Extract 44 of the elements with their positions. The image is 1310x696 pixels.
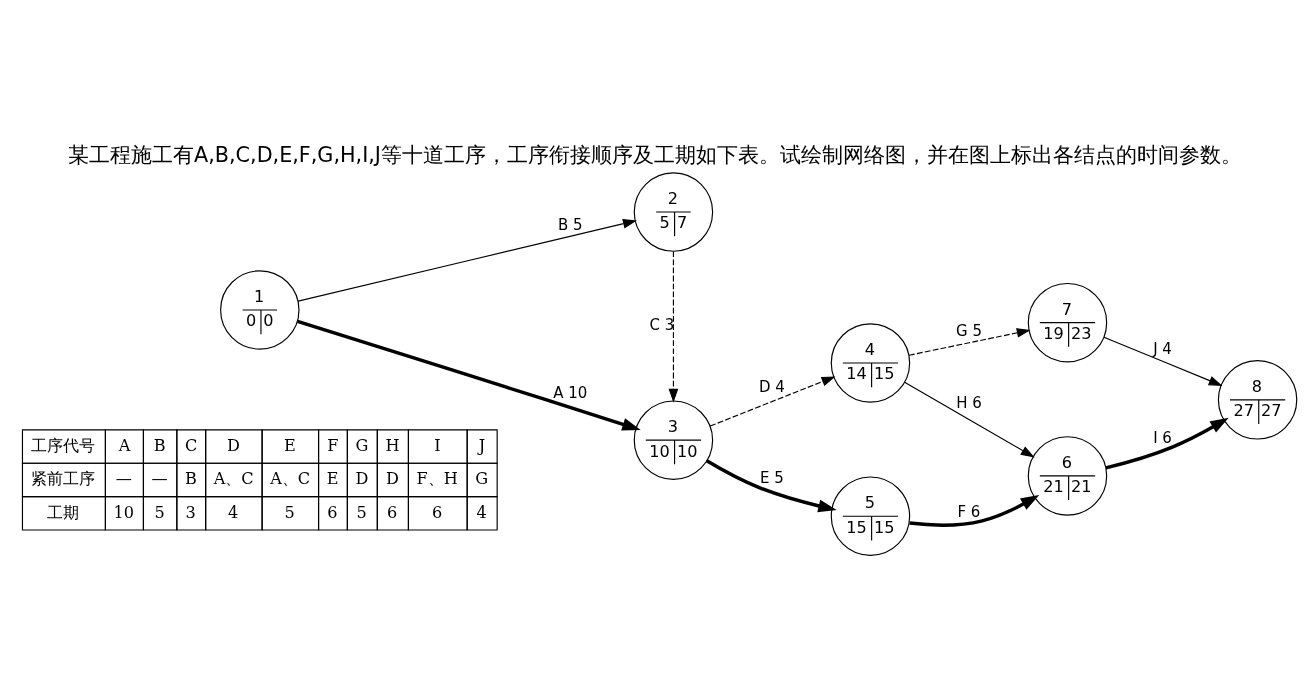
label: 6 <box>432 502 443 522</box>
edge-label: C 3 <box>649 316 675 335</box>
label: D <box>226 435 240 455</box>
label: J <box>478 435 486 455</box>
label: A、C <box>213 469 254 489</box>
label: 工期 <box>47 502 80 522</box>
label: E <box>326 469 339 489</box>
edge-label: D 4 <box>759 378 785 397</box>
label: — <box>151 469 168 489</box>
diagram-title: 某工程施工有A,B,C,D,E,F,G,H,I,J等十道工序，工序衔接顺序及工期如下表。试绘制网络图，并在图上标出各结点的时间参数。 <box>68 142 1242 167</box>
edge-label: J 4 <box>1153 340 1172 359</box>
label: 5 <box>154 502 165 522</box>
label: G <box>355 435 369 455</box>
label: E <box>284 435 296 455</box>
label: 紧前工序 <box>30 469 95 489</box>
label: I <box>434 435 441 455</box>
label: H <box>385 435 400 455</box>
label: 4 <box>228 502 239 522</box>
label: 工序代号 <box>30 435 95 455</box>
label: B <box>184 469 197 489</box>
edge-label: F 6 <box>957 502 981 521</box>
edge-label: H 6 <box>956 394 982 413</box>
label: 5 <box>284 502 295 522</box>
label: A <box>118 435 131 455</box>
label: 4 <box>476 502 487 522</box>
label: G <box>475 469 489 489</box>
label: D <box>385 469 399 489</box>
label: F <box>327 435 339 455</box>
label: B <box>153 435 166 455</box>
edge-label: E 5 <box>760 469 784 488</box>
label: F、H <box>416 469 458 489</box>
label: 6 <box>387 502 398 522</box>
label: 10 <box>113 502 135 522</box>
label: 3 <box>185 502 196 522</box>
edge-label: B 5 <box>558 215 583 234</box>
edge-label: G 5 <box>956 321 982 340</box>
label: 5 <box>356 502 367 522</box>
label: D <box>355 469 369 489</box>
label: C <box>184 435 198 455</box>
label: 6 <box>327 502 338 522</box>
edge-label: I 6 <box>1153 428 1172 447</box>
label: — <box>115 469 132 489</box>
label: A、C <box>270 469 311 489</box>
edge-label: A 10 <box>553 384 588 402</box>
